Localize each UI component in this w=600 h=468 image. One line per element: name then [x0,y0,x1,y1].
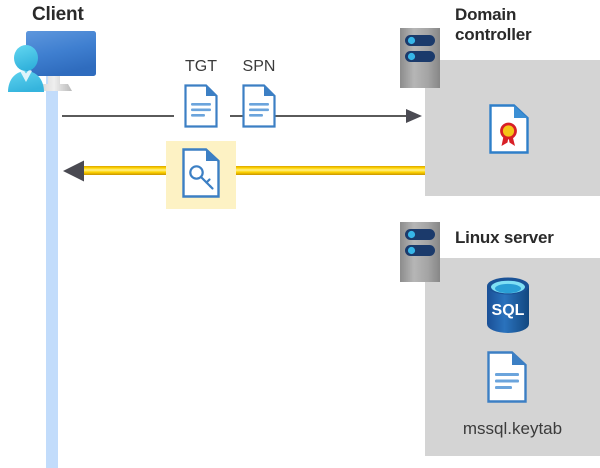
request-arrow-line-left [62,115,174,117]
response-arrowhead-icon [62,159,86,183]
client-label: Client [32,4,84,25]
request-arrow-line-right [230,115,410,117]
request-arrowhead-icon [406,108,424,124]
spn-label: SPN [242,58,276,75]
sql-database-text: SQL [492,302,525,319]
client-lifeline [46,62,58,468]
keytab-document-icon [487,351,527,403]
linux-server-label: Linux server [455,228,554,247]
response-arrow-line-right [234,166,426,175]
client-icon [4,26,100,96]
domain-controller-label-line1: Domain [455,5,517,24]
domain-controller-label-line2: controller [455,25,532,45]
keytab-filename-label: mssql.keytab [462,419,563,438]
sql-database-icon: SQL [484,277,532,333]
spn-document-icon [242,84,276,128]
key-document-icon [182,148,220,198]
linux-server-server-icon [400,222,440,282]
domain-controller-label: Domain controller [455,5,595,45]
tgt-document-icon [184,84,218,128]
domain-controller-server-icon [400,28,440,88]
response-arrow-line-left [82,166,168,175]
tgt-label: TGT [185,58,217,75]
certificate-document-icon [489,104,529,154]
